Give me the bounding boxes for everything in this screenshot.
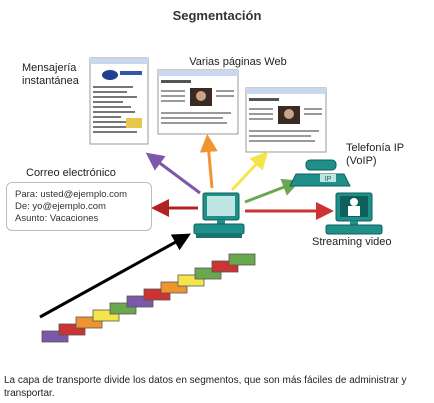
segment-block [109, 302, 137, 315]
segment-block [228, 253, 256, 266]
central-computer-icon [193, 192, 245, 238]
segment-block [194, 267, 222, 280]
label-streaming: Streaming video [312, 236, 392, 248]
arrow-to-im [145, 152, 201, 195]
segment-block [160, 281, 188, 294]
caption: La capa de transporte divide los datos e… [4, 375, 407, 399]
label-web-pages: Varias páginas Web [189, 56, 287, 68]
web-window-image-1 [157, 69, 239, 135]
im-window-image [89, 57, 149, 145]
segment-block [211, 260, 239, 273]
segment-block [75, 316, 103, 329]
arrow-to-web-2 [230, 151, 269, 192]
label-ip-phone: Telefonía IP (VoIP) [346, 142, 404, 167]
segment-block [126, 295, 154, 308]
label-instant-messaging: Mensajería instantánea [22, 62, 79, 87]
arrow-to-voip [244, 178, 301, 204]
streaming-computer-icon [325, 192, 383, 235]
segment-block [41, 330, 69, 343]
email-subject-line: Asunto: Vacaciones [15, 213, 99, 224]
segment-block [177, 274, 205, 287]
email-message-box: Para: usted@ejemplo.com De: yo@ejemplo.c… [6, 182, 152, 231]
segment-block [143, 288, 171, 301]
email-to-line: Para: usted@ejemplo.com [15, 189, 128, 200]
email-from-line: De: yo@ejemplo.com [15, 201, 106, 212]
ip-phone-icon: IP [289, 159, 351, 187]
segment-block [92, 309, 120, 322]
segment-block [58, 323, 86, 336]
diagram-title: Segmentación [172, 8, 262, 23]
web-window-image-2 [245, 87, 327, 153]
label-email: Correo electrónico [26, 167, 116, 179]
data-segments [41, 253, 256, 343]
arrow-segments-input [39, 233, 191, 319]
arrow-to-web-1 [199, 134, 218, 189]
svg-text:IP: IP [325, 176, 332, 183]
